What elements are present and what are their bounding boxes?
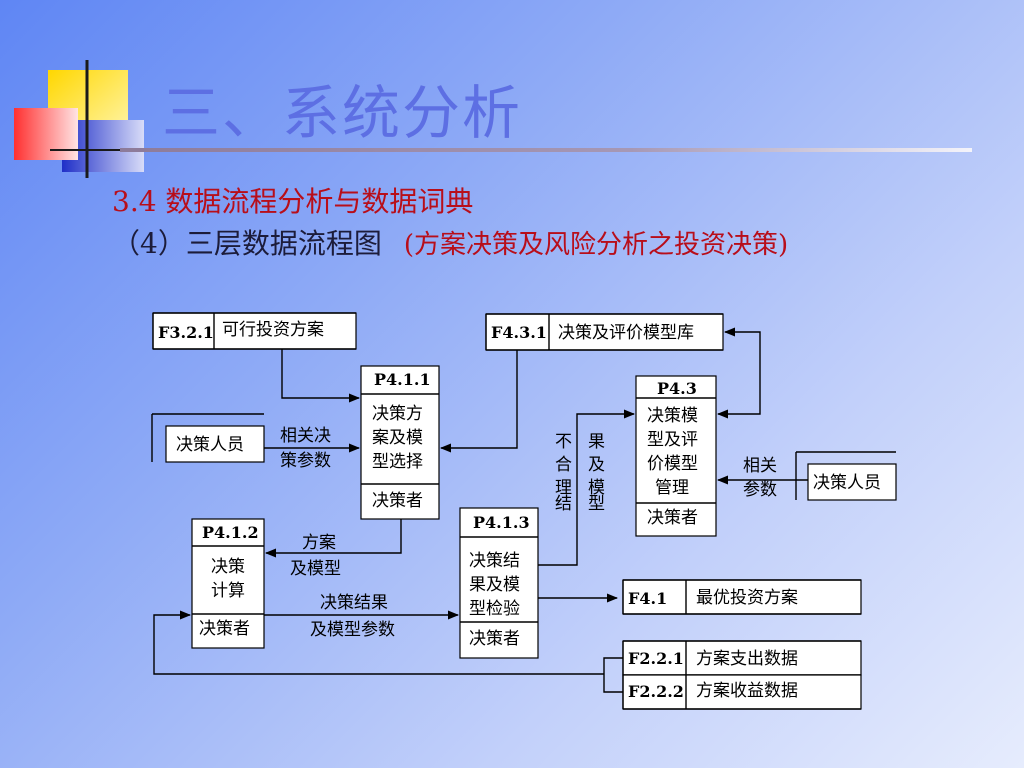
store-id: F2.2.1 [628, 649, 684, 668]
flow-label: 及模型参数 [310, 620, 395, 640]
process-actor: 决策者 [469, 629, 520, 649]
flow-p413-to-p43 [538, 409, 636, 566]
store-f431: F4.3.1 决策及评价模型库 [485, 313, 724, 351]
process-label-1: 决策结 [469, 551, 520, 571]
store-name: 决策及评价模型库 [558, 323, 694, 343]
process-p413: P4.1.3 决策结 果及模 型检验 决策者 [459, 507, 539, 659]
subsection-heading: （4）三层数据流程图 (方案决策及风险分析之投资决策) [112, 222, 788, 262]
flow-label: 不 [555, 432, 572, 452]
process-id: P4.3 [657, 379, 697, 398]
title-rule [120, 148, 972, 152]
process-p43: P4.3 决策模 型及评 价模型 管理 决策者 [635, 375, 717, 537]
title-decoration [14, 60, 160, 178]
process-id: P4.1.1 [374, 370, 431, 389]
store-name: 最优投资方案 [696, 588, 798, 608]
red-square [14, 108, 78, 160]
flow-label: 型 [588, 494, 605, 514]
flow-label: 合 [555, 455, 572, 475]
process-label-1: 决策方 [372, 404, 423, 424]
entity-decision-maker-left: 决策人员 [151, 413, 265, 463]
process-label-1: 决策模 [647, 406, 698, 426]
flow-label: 策参数 [280, 451, 331, 471]
store-f321: F3.2.1 可行投资方案 [152, 312, 357, 350]
entity-label: 决策人员 [813, 473, 881, 493]
flow-label: 相关 [743, 456, 777, 476]
flow-label: 及 [588, 455, 605, 475]
flow-label: 理 [555, 478, 572, 498]
process-label-4: 管理 [655, 478, 689, 498]
flow-p411-to-p412 [264, 519, 402, 558]
process-actor: 决策者 [199, 619, 250, 639]
flow-label: 相关决 [280, 426, 331, 446]
process-actor: 决策者 [647, 508, 698, 528]
process-label-2: 型及评 [647, 430, 698, 450]
process-id: P4.1.2 [202, 523, 259, 542]
process-label-1: 决策 [211, 557, 245, 577]
process-label-2: 计算 [211, 581, 245, 601]
process-label-3: 型检验 [469, 599, 520, 619]
process-id: P4.1.3 [473, 513, 530, 532]
subsection-note: (方案决策及风险分析之投资决策) [403, 230, 789, 260]
process-label-2: 案及模 [372, 428, 423, 448]
flow-f22x-merge [603, 657, 623, 693]
entity-label: 决策人员 [176, 435, 244, 455]
flow-f321-to-p411 [281, 349, 361, 403]
store-id: F4.1 [628, 589, 667, 608]
store-id: F2.2.2 [628, 682, 684, 701]
flow-label: 模 [588, 478, 605, 498]
store-f221: F2.2.1 方案支出数据 [622, 640, 862, 676]
page-title: 三、系统分析 [162, 79, 523, 147]
flow-label: 果 [588, 432, 605, 452]
flow-label: 结 [555, 494, 572, 514]
subsection-text: （4）三层数据流程图 [112, 227, 382, 260]
store-id: F4.3.1 [491, 323, 547, 342]
store-id: F3.2.1 [158, 323, 214, 342]
store-name: 方案收益数据 [696, 681, 798, 701]
process-label-2: 果及模 [469, 575, 520, 595]
flow-label: 及模型 [290, 559, 341, 579]
store-name: 方案支出数据 [696, 649, 798, 669]
entity-decision-maker-right: 决策人员 [795, 451, 897, 501]
process-label-3: 型选择 [372, 452, 423, 472]
store-name: 可行投资方案 [222, 320, 324, 340]
flow-f22x-to-p412 [153, 610, 604, 675]
process-p412: P4.1.2 决策 计算 决策者 [191, 518, 265, 649]
section-heading: 3.4 数据流程分析与数据词典 [112, 185, 474, 218]
process-actor: 决策者 [372, 491, 423, 511]
process-p411: P4.1.1 决策方 案及模 型选择 决策者 [360, 365, 440, 520]
store-f41: F4.1 最优投资方案 [622, 579, 862, 615]
process-label-3: 价模型 [647, 454, 698, 474]
flow-label: 决策结果 [320, 593, 388, 613]
flow-f431-to-p411 [439, 350, 518, 453]
flow-label: 方案 [302, 533, 336, 553]
flow-label: 参数 [743, 480, 777, 500]
flow-p43-f431 [716, 327, 761, 419]
store-f222: F2.2.2 方案收益数据 [622, 674, 862, 710]
